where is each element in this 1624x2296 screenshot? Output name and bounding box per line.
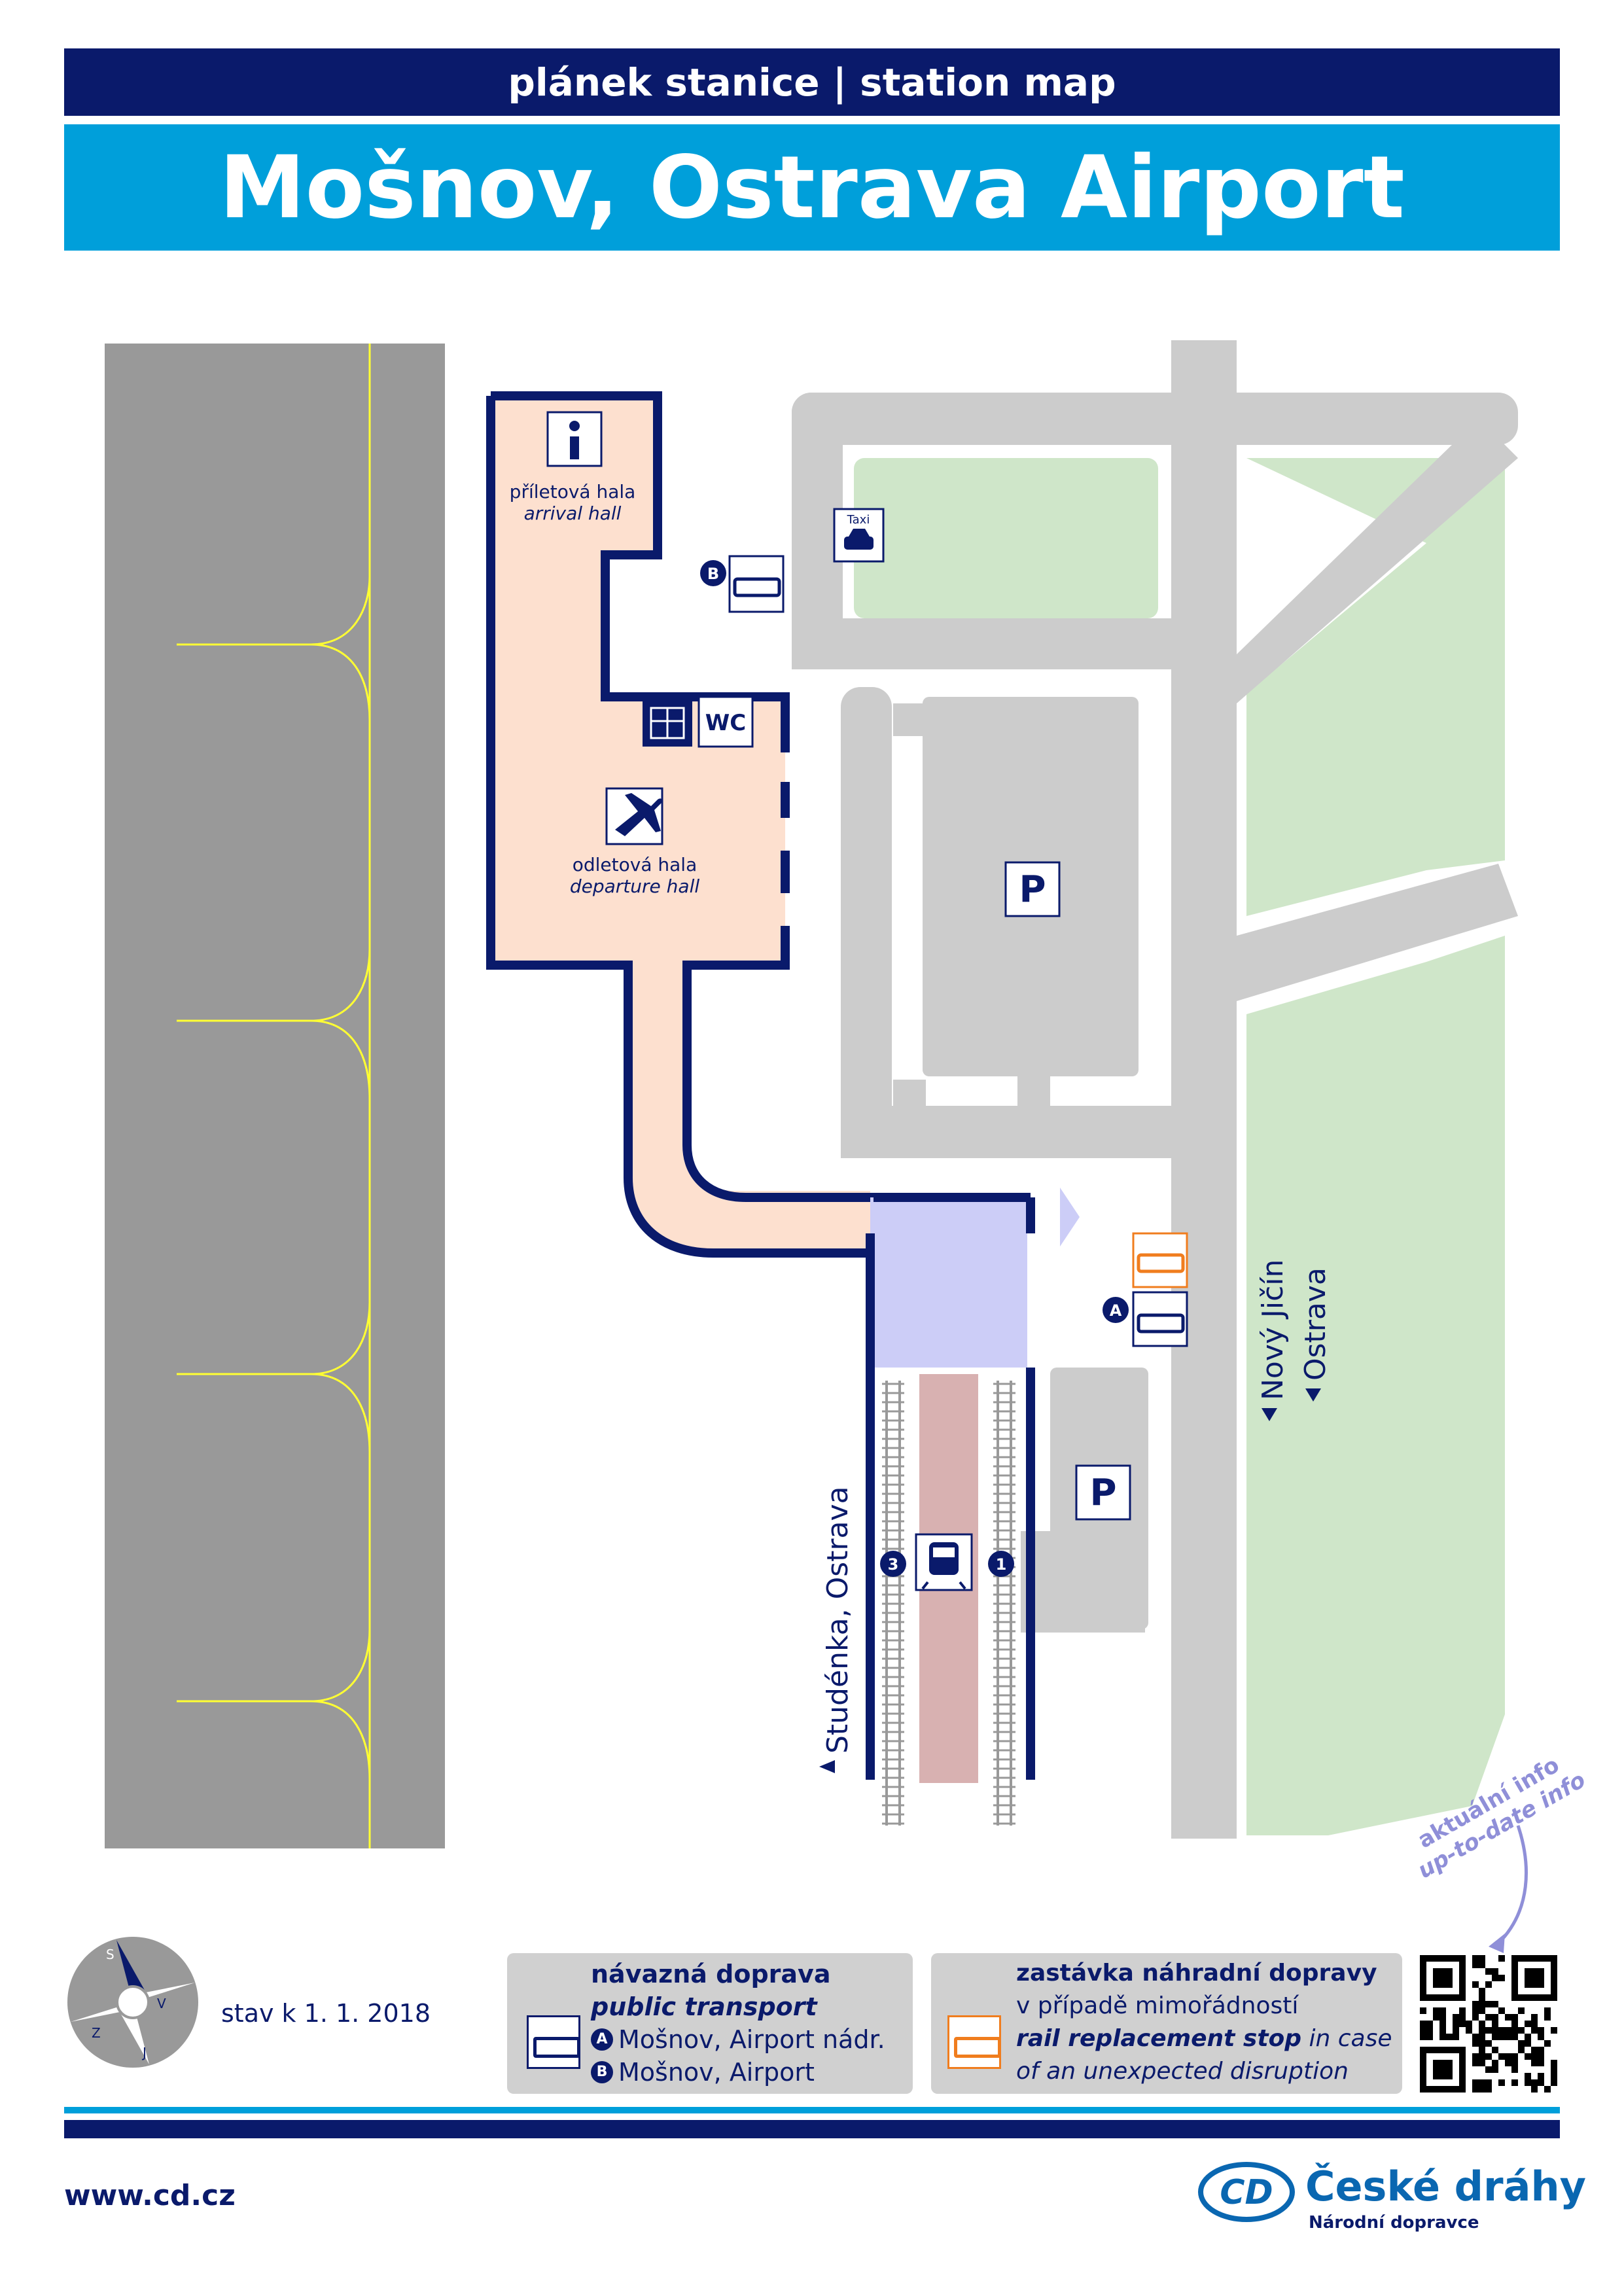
stop-b-row: B Mošnov, Airport [591,2058,815,2087]
arrival-hall-label: příletová hala arrival hall [484,481,661,524]
parking-sign-north [1004,861,1061,917]
track-3-badge [880,1551,906,1577]
wc-icon [697,696,754,748]
arrival-hall-en: arrival hall [523,503,622,524]
taxi-icon [833,508,885,563]
stop-b-badge: B [707,565,719,583]
cd-logo-icon: CD [1198,2162,1295,2222]
stop-b-legend-badge: B [591,2061,613,2083]
brand-name: České dráhy [1305,2163,1587,2210]
replacement-cz2: v případě mimořádností [1016,1992,1299,2019]
footer-line-dark [64,2120,1560,2138]
arrival-hall-cz: příletová hala [509,481,636,503]
website-link[interactable]: www.cd.cz [64,2179,236,2212]
parking-label-north: P [1019,868,1046,911]
exit-arrow-icon [1060,1188,1080,1246]
train-icon [915,1533,973,1591]
departure-hall-label: odletová hala departure hall [543,854,726,897]
header-subtitle-bar: plánek stanice | station map [64,48,1560,116]
replacement-bus-legend-icon [947,2015,1001,2069]
info-icon [546,411,603,467]
compass-z: Z [92,2025,101,2041]
compass-s: S [106,1947,115,1962]
brand-subtitle: Národní dopravce [1309,2213,1479,2233]
taxi-label: Taxi [847,513,870,527]
bus-stop-a-icon [1103,1291,1188,1347]
tracks [882,1374,1015,1826]
compass-j: J [143,2045,147,2060]
bus-stop-b-icon [700,555,785,613]
airplane-icon [605,787,663,845]
footer-line-light [64,2107,1560,2113]
parking-sign-south [1075,1464,1131,1521]
wc-label: WC [705,710,746,736]
legend-replacement-stop: zastávka náhradní dopravy v případě mimo… [931,1953,1402,2094]
roads [792,340,1518,1839]
public-transport-cz: návazná doprava [591,1960,831,1988]
underpass [866,1188,1080,1780]
compass-v: V [157,1996,166,2011]
terminal-building [486,391,1024,1258]
stop-a-name: Mošnov, Airport nádr. [618,2025,885,2054]
track-1-label: 1 [996,1555,1007,1574]
replacement-en-rest: in case [1301,2025,1392,2052]
replacement-cz: zastávka náhradní dopravy [1016,1960,1377,1987]
legend-public-transport: návazná doprava public transport A Mošno… [507,1953,913,2094]
departure-hall-en: departure hall [569,875,700,897]
direction-label-left: Studénka, Ostrava [821,1486,855,1754]
compass-icon [67,1937,198,2068]
track-3-label: 3 [888,1555,899,1574]
page-title: Mošnov, Ostrava Airport [219,137,1405,238]
direction-label-novy-jicin: Nový Jičín [1256,1259,1290,1400]
direction-arrow-icon [1305,1388,1321,1402]
svg-text:CD: CD [1220,2173,1273,2212]
track-1-badge [988,1551,1014,1577]
green-areas [854,458,1505,1835]
direction-arrow-icon [819,1760,835,1773]
replacement-en2: of an unexpected disruption [1016,2058,1349,2085]
replacement-en-bold: rail replacement stop [1016,2025,1302,2052]
gift-shop-icon [643,697,692,747]
header-subtitle: plánek stanice | station map [508,60,1116,105]
bus-icon [527,2015,580,2069]
stop-b-name: Mošnov, Airport [618,2058,815,2087]
header-title-bar: Mošnov, Ostrava Airport [64,124,1560,251]
parking-label-south: P [1089,1472,1116,1514]
qr-code[interactable] [1420,1955,1557,2093]
direction-label-ostrava: Ostrava [1299,1267,1332,1381]
stop-a-row: A Mošnov, Airport nádr. [591,2025,885,2054]
replacement-bus-icon [1132,1232,1188,1288]
direction-arrow-icon [1262,1408,1277,1421]
valid-date: stav k 1. 1. 2018 [221,1999,431,2028]
stop-a-legend-badge: A [591,2028,613,2051]
replacement-en-line: rail replacement stop in case [1016,2025,1392,2052]
public-transport-en: public transport [591,1992,817,2021]
runway [105,344,445,1848]
info-arrow [1497,1825,1528,1945]
departure-hall-cz: odletová hala [572,854,697,875]
stop-a-badge: A [1110,1301,1122,1320]
